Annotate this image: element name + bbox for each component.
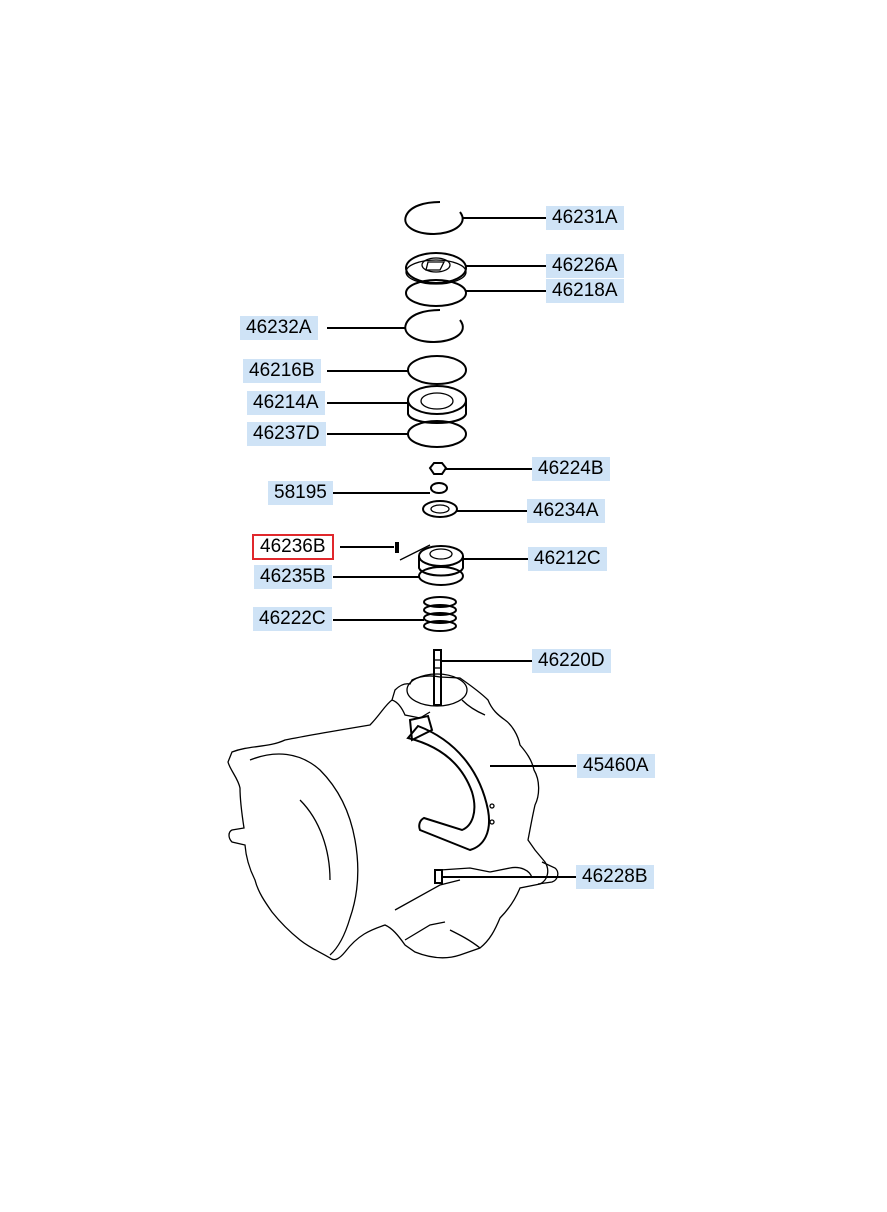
callout-46214A[interactable]: 46214A — [247, 391, 325, 415]
callout-46232A[interactable]: 46232A — [240, 316, 318, 340]
callout-46228B[interactable]: 46228B — [576, 865, 654, 889]
callout-58195[interactable]: 58195 — [268, 481, 333, 505]
leader-lines — [327, 217, 576, 878]
washer-46234A — [422, 500, 458, 518]
brake-band-45460A — [406, 714, 495, 852]
snap-ring-46231A — [404, 201, 464, 236]
callout-46236B-selected[interactable]: 46236B — [252, 534, 334, 560]
callout-46226A[interactable]: 46226A — [546, 254, 624, 278]
pin-46236B — [395, 542, 399, 553]
seal-ring-46216B — [407, 355, 467, 385]
callout-45460A[interactable]: 45460A — [577, 754, 655, 778]
seal-ring-46237D — [407, 420, 467, 448]
callout-46234A[interactable]: 46234A — [527, 499, 605, 523]
transmission-housing — [227, 673, 559, 961]
washer-58195 — [430, 482, 448, 494]
callout-46220D[interactable]: 46220D — [532, 649, 611, 673]
piston-46214A — [407, 385, 467, 424]
callout-46218A[interactable]: 46218A — [546, 279, 624, 303]
rod-46220D — [433, 649, 442, 706]
snap-ring-46232A — [404, 309, 464, 344]
pin-46228B — [434, 869, 443, 884]
spring-46222C — [423, 596, 457, 632]
callout-46231A[interactable]: 46231A — [546, 206, 624, 230]
retainer-46212C — [399, 544, 464, 577]
nut-46224B — [428, 462, 448, 475]
callout-46235B[interactable]: 46235B — [254, 565, 332, 589]
callout-46216B[interactable]: 46216B — [243, 359, 321, 383]
cover-46226A — [405, 252, 467, 285]
callout-46237D[interactable]: 46237D — [247, 422, 326, 446]
callout-46224B[interactable]: 46224B — [532, 457, 610, 481]
o-ring-46218A — [405, 279, 467, 307]
callout-46222C[interactable]: 46222C — [253, 607, 332, 631]
callout-46212C[interactable]: 46212C — [528, 547, 607, 571]
